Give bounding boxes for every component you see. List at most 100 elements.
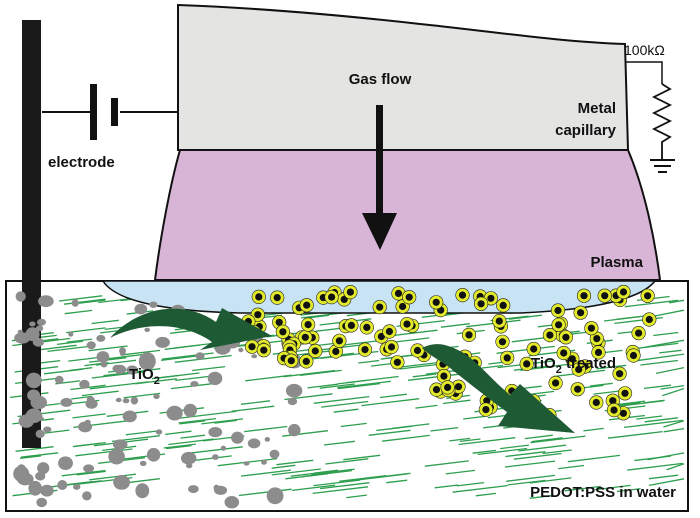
tio2-treated-label-subscript: 2 [556,364,562,376]
fiber-strand [660,384,685,390]
tio2-particle [112,364,123,373]
tio2-treated-particle [372,300,387,315]
tio2-particle [36,497,48,508]
tio2-particle [231,431,244,444]
plasma-region [153,149,662,281]
fiber-strand [244,425,288,433]
tio2-particle [36,325,44,332]
tio2-treated-particle [298,330,313,345]
fiber-strand [89,473,136,481]
fiber-strand [312,486,369,495]
tio2-particle [35,471,46,481]
fiber-strand [505,451,546,458]
tio2-particle [166,405,183,421]
tio2-particle [213,484,220,491]
tio2-particle [29,321,36,327]
tio2-particle [60,397,73,407]
fiber-strand [307,383,339,389]
fiber-strand [477,447,528,456]
tio2-treated-particle [390,355,405,370]
fiber-strand [564,485,601,492]
tio2-treated-particle [299,354,314,369]
fiber-strand [188,446,243,454]
tio2-particle [55,375,64,384]
fiber-strand [238,488,292,497]
fiber-strand [663,427,685,433]
tio2-treated-particle [642,312,657,327]
tio2-treated-particle [474,296,489,311]
fiber-strand [651,309,685,318]
fiber-strand [459,438,481,443]
tio2-treated-particle [402,290,417,305]
tio2-treated-particle [359,320,374,335]
tio2-treated-particle [589,331,604,346]
fiber-strand [415,404,438,409]
fiber-strand [456,481,485,487]
fiber-strand [624,299,679,308]
fiber-strand [463,415,485,420]
fiber-strand [524,434,553,440]
fiber-strand [231,405,275,412]
fiber-strand [346,375,399,384]
fiber-strand [285,473,329,480]
fiber-strand [513,452,562,460]
tio2-treated-particle [617,386,633,401]
fiber-strand [529,477,572,484]
tio2-particle [85,399,98,409]
fiber-strand [361,398,420,407]
fiber-strand [19,455,42,459]
fiber-strand [382,434,430,442]
fiber-strand [271,464,296,469]
fiber-strand [531,437,563,443]
fiber-strand [434,484,459,489]
fiber-strand [81,390,119,397]
tio2-treated-particle [570,382,585,397]
fiber-strand [430,426,459,432]
tio2-particle [38,295,54,308]
fiber-strand [320,482,370,490]
fiber-strand [452,484,508,493]
fiber-strand [323,440,355,446]
tio2-particle [126,365,138,375]
tio2-treated-particle [597,288,612,303]
fiber-strand [509,314,542,320]
tio2-particle [122,398,130,404]
tio2-treated-particle [542,328,558,343]
fiber-strand [15,446,54,452]
fiber-strand [134,378,177,385]
plasma-liquid-interface [101,280,657,314]
tio2-treated-particle [308,343,323,359]
tio2-particle [183,403,197,418]
tio2-treated-particle [495,334,510,349]
tio2-particle [86,341,96,350]
tio2-particle [25,408,43,424]
tio2-particle [96,334,106,342]
tio2-treated-particle [631,326,646,341]
electrode-label: electrode [48,154,115,171]
tio2-particle [16,466,24,473]
fiber-strand [176,410,237,420]
tio2-particle [27,389,41,402]
tio2-particle [251,354,258,359]
tio2-treated-particle [589,395,604,410]
fiber-strand [321,400,369,408]
tio2-treated-particle [436,369,452,384]
tio2-treated-particle [455,288,470,303]
fiber-strand [245,374,292,382]
fiber-strand [663,420,685,428]
fiber-strand [472,449,496,454]
tio2-particle [84,419,91,425]
tio2-particle [37,462,50,475]
tio2-particle [144,327,150,332]
metal-capillary [177,3,630,151]
tio2-treated-particle [526,341,541,357]
fiber-strand [507,479,546,486]
tio2-treated-particle [332,333,347,348]
fiber-strand [300,369,342,377]
tio2-treated-particle [519,356,534,372]
tio2-particle [28,480,42,496]
fiber-strand [325,458,369,465]
tio2-treated-particle [612,366,627,381]
tio2-particle [122,410,137,423]
